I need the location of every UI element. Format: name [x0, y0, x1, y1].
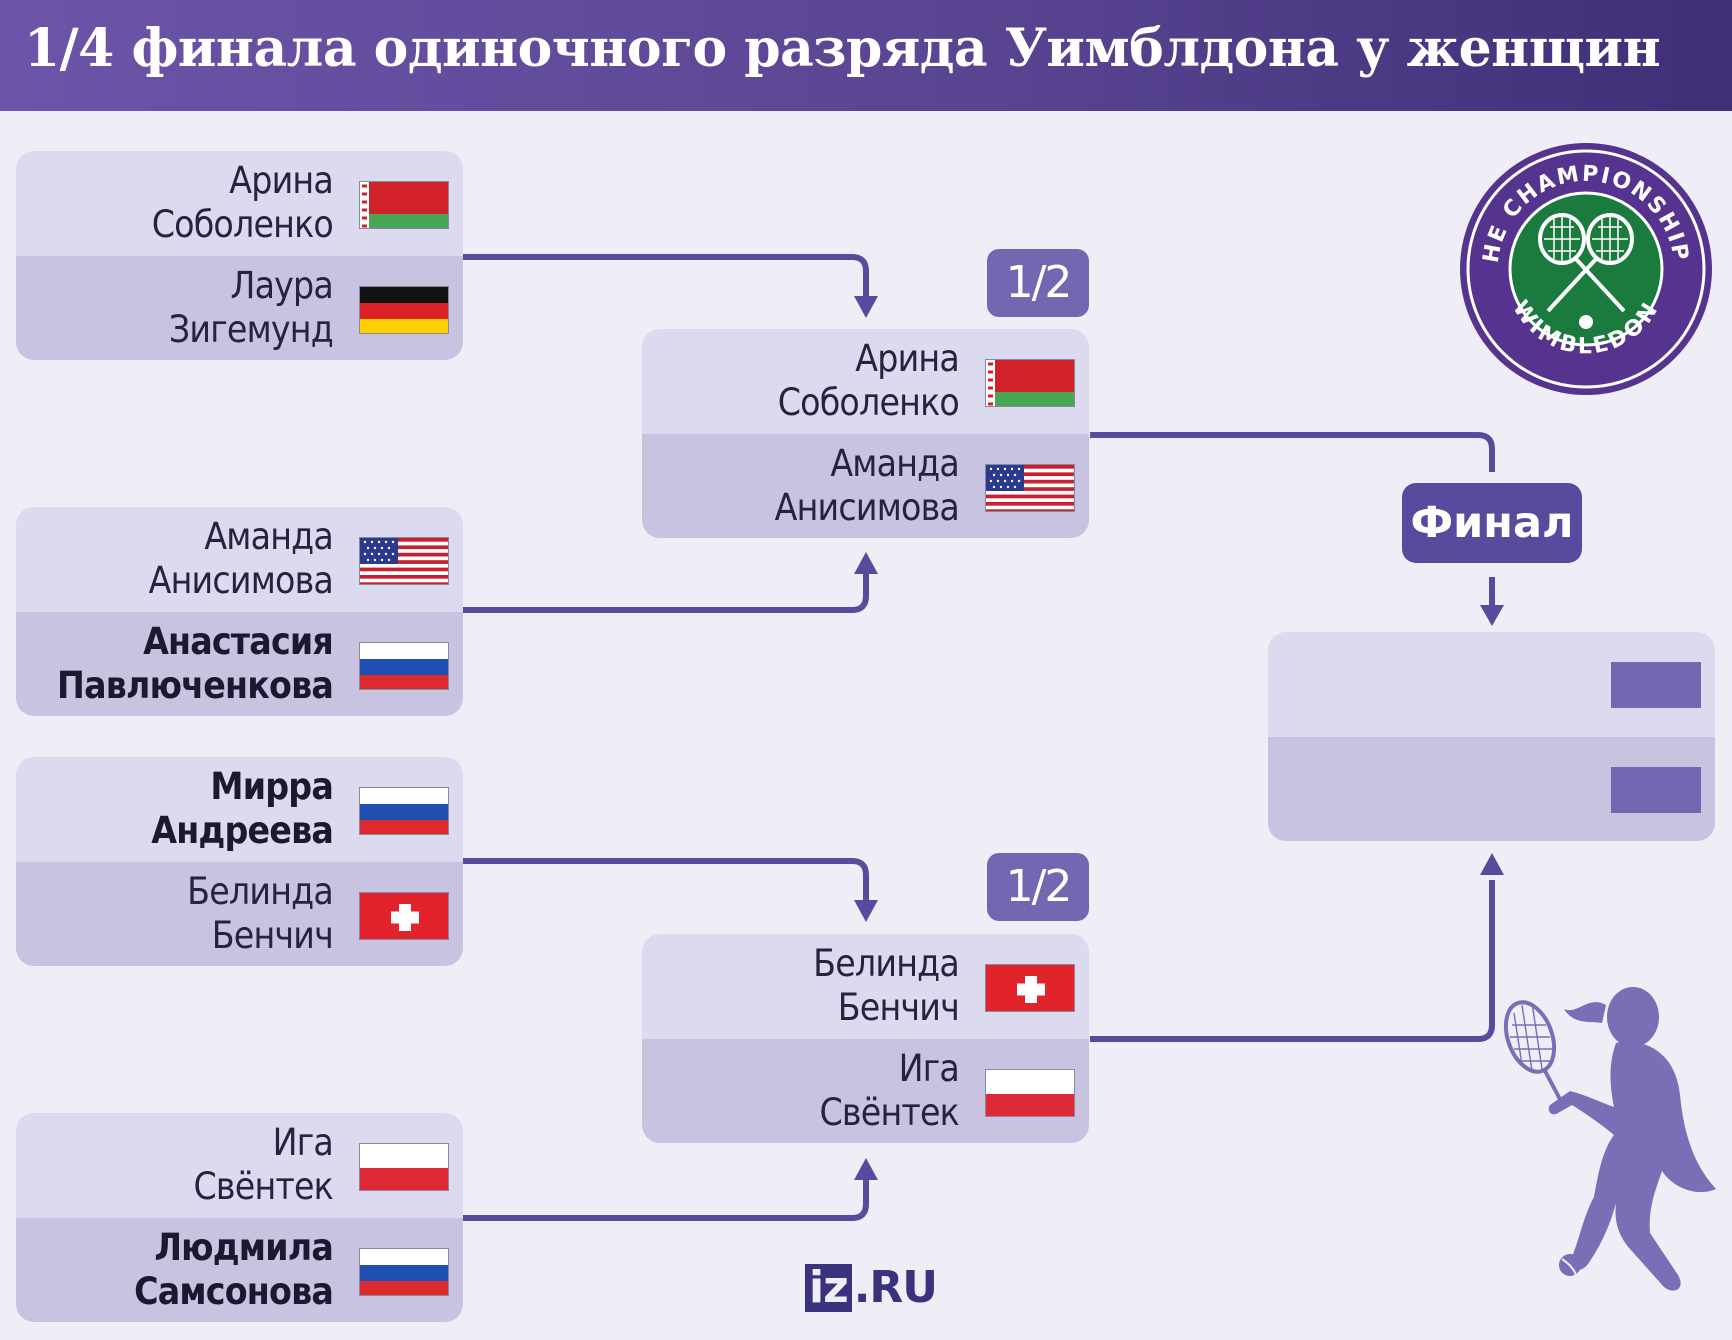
empty-flag-slot — [1611, 662, 1701, 708]
usa-flag-icon — [985, 464, 1075, 512]
usa-flag-icon — [359, 537, 449, 585]
final-slot-row — [1268, 737, 1715, 841]
switzerland-flag-icon — [985, 964, 1075, 1012]
russia-flag-icon — [359, 642, 449, 690]
belarus-flag-icon — [359, 181, 449, 229]
empty-flag-slot — [1611, 767, 1701, 813]
final-slot-row — [1268, 632, 1715, 737]
belarus-flag-icon — [985, 359, 1075, 407]
poland-flag-icon — [359, 1143, 449, 1191]
switzerland-flag-icon — [359, 892, 449, 940]
final-card — [1268, 632, 1715, 841]
semifinal-badge: 1/2 — [987, 853, 1089, 921]
russia-flag-icon — [359, 1248, 449, 1296]
poland-flag-icon — [985, 1069, 1075, 1117]
page-title: 1/4 финала одиночного разряда Уимблдона … — [24, 18, 1661, 79]
iz-ru-logo: iz.RU — [805, 1262, 938, 1313]
russia-flag-icon — [359, 787, 449, 835]
tennis-player-silhouette-icon — [1503, 987, 1716, 1291]
wimbledon-logo-icon: THE CHAMPIONSHIPS WIMBLEDON — [1458, 141, 1712, 395]
semifinal-badge: 1/2 — [987, 249, 1089, 317]
header-bar: 1/4 финала одиночного разряда Уимблдона … — [0, 0, 1732, 111]
germany-flag-icon — [359, 286, 449, 334]
final-badge: Финал — [1402, 483, 1582, 563]
